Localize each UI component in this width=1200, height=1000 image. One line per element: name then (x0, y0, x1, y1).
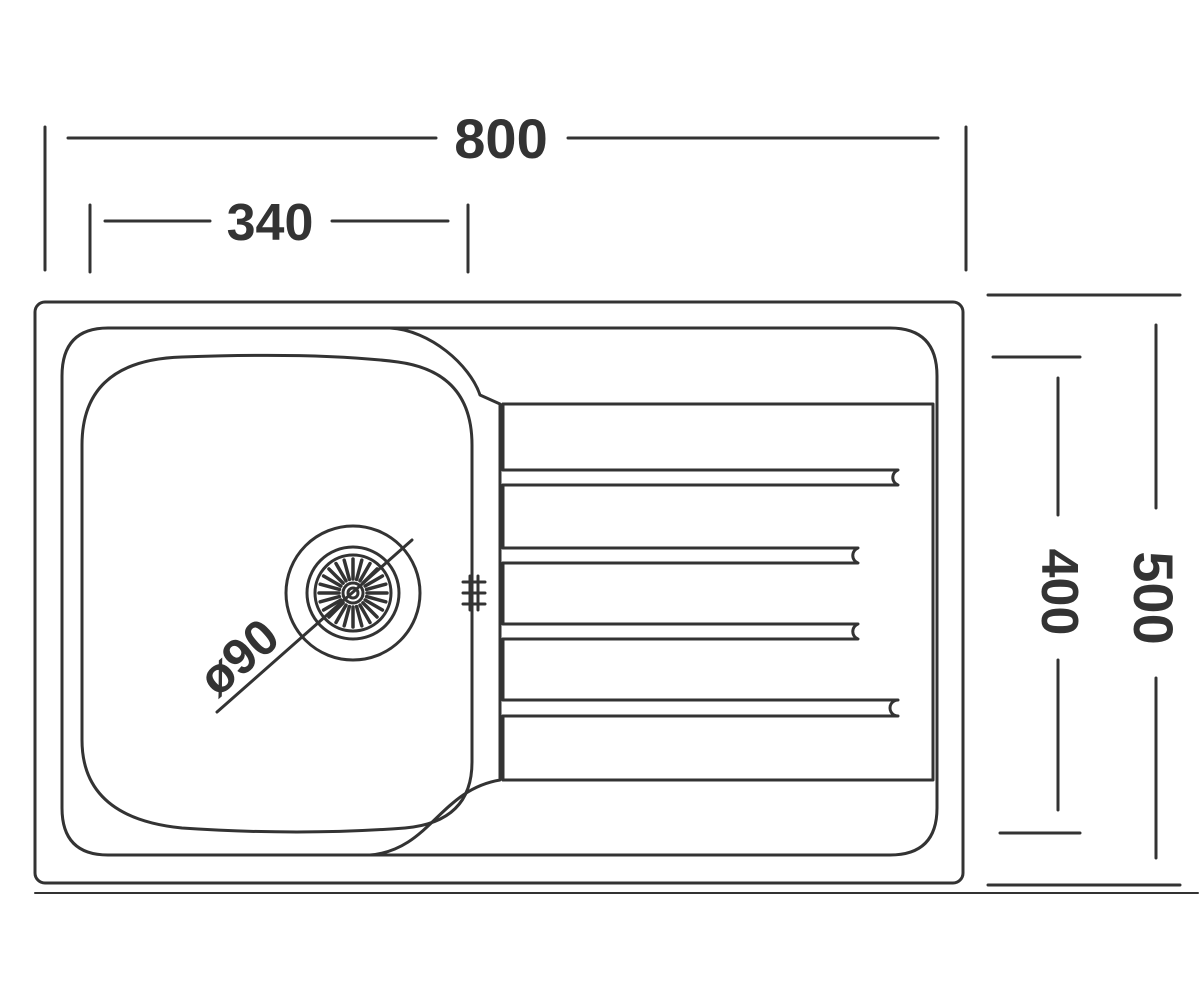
strainer-slot (354, 558, 364, 582)
drainer-groove-5 (501, 698, 900, 718)
bowl-width-label: 340 (227, 194, 314, 252)
strainer-slot (318, 594, 342, 604)
overflow-icon (461, 574, 487, 612)
strainer-slot (327, 601, 345, 619)
strainer-slot (342, 604, 352, 628)
strainer-slot (321, 598, 343, 612)
sink-body (33, 300, 965, 885)
drainer-groove-4 (501, 622, 860, 641)
strainer-slot (358, 603, 372, 625)
strainer-slot (364, 594, 388, 604)
strainer-slots-icon (317, 557, 389, 629)
drainer-outline (328, 326, 939, 857)
strainer-slot (334, 603, 348, 625)
drainer-groove-3 (501, 546, 860, 565)
overall-depth-label: 500 (1122, 551, 1185, 644)
drain-diameter-leader-line (215, 538, 414, 714)
drainer-groove-1 (501, 402, 935, 782)
overall-width-label: 800 (454, 107, 547, 170)
bowl-depth-dimension: 400 (991, 355, 1088, 835)
drain-middle-ring (305, 545, 401, 641)
bowl-outline (80, 353, 474, 834)
strainer-slot (327, 567, 345, 585)
drainer-grooves (501, 402, 935, 782)
strainer-slot (334, 561, 348, 583)
drain-strainer (284, 524, 422, 662)
strainer-slot (342, 558, 352, 582)
overall-width-dimension: 800 (43, 107, 968, 272)
strainer-slot (321, 574, 343, 588)
strainer-slot (364, 582, 388, 592)
sink-outer-rim (33, 300, 965, 885)
bowl-width-dimension: 340 (88, 194, 470, 274)
strainer-slot (363, 574, 385, 588)
strainer-slot (361, 601, 379, 619)
overall-depth-dimension: 500 (986, 293, 1185, 887)
drain-outer-ring (284, 524, 422, 662)
strainer-slot (358, 561, 372, 583)
drainer-groove-2 (501, 468, 900, 487)
strainer-slot (318, 582, 342, 592)
strainer-slot (363, 598, 385, 612)
strainer-slot (354, 604, 364, 628)
sink-inner-rim (60, 326, 502, 857)
drain-center (346, 586, 360, 600)
drain-inner-ring (313, 553, 393, 633)
drain-diameter-label: ø90 (188, 608, 290, 707)
bowl-depth-label: 400 (1030, 549, 1088, 636)
